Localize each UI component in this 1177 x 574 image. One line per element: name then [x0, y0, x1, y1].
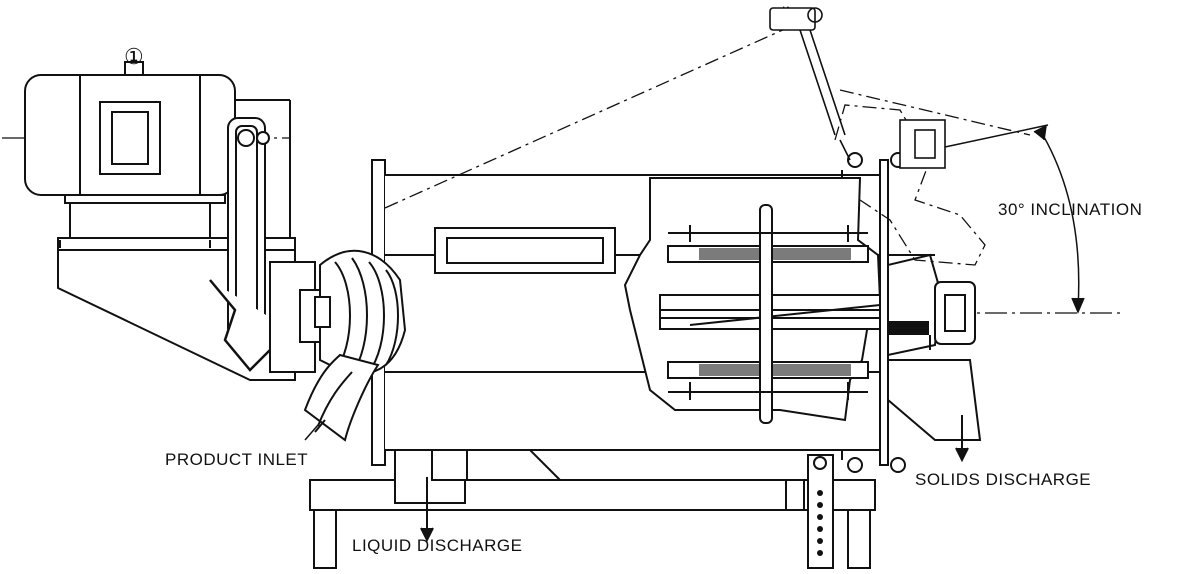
belt-drive [209, 117, 291, 372]
motor-mark: ① [124, 44, 145, 69]
product-inlet-label: PRODUCT INLET [165, 450, 309, 469]
inclination-dimension [944, 124, 1085, 314]
solids-discharge-label: SOLIDS DISCHARGE [915, 470, 1092, 489]
product-inlet-chute [303, 353, 380, 442]
adjustment-holes [817, 490, 823, 556]
product-inlet-pointer [304, 424, 319, 441]
liquid-discharge-label: LIQUID DISCHARGE [352, 536, 523, 555]
feed-screw [269, 249, 407, 375]
drive-motor [24, 61, 236, 240]
drum-cutaway [623, 177, 882, 424]
end-bearing [887, 253, 976, 357]
inclination-label: 30° INCLINATION [998, 200, 1143, 219]
inclined-linkage [769, 7, 946, 169]
solids-discharge-hood [887, 359, 982, 463]
